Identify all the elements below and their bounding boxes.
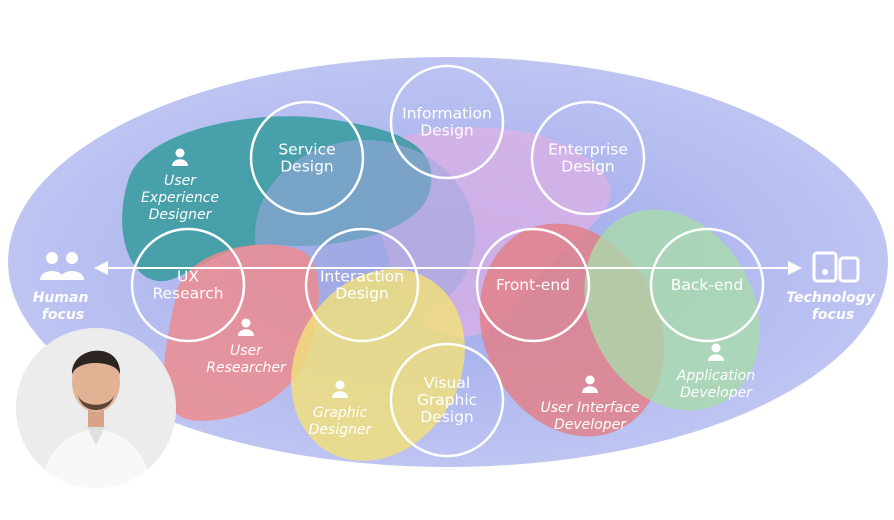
circle-back-end[interactable]: Back-end — [649, 227, 765, 343]
circle-front-end[interactable]: Front-end — [475, 227, 591, 343]
right-arrowhead — [788, 261, 802, 275]
circle-outline — [389, 342, 505, 458]
profile-photo — [16, 328, 176, 488]
technology-focus-label: Technology focus — [786, 290, 880, 323]
person-icon — [582, 375, 598, 393]
human-focus-label: Human focus — [33, 290, 94, 323]
circle-outline — [130, 227, 246, 343]
circle-outline — [389, 64, 505, 180]
graphic-designer-blob — [291, 269, 465, 461]
circle-outline — [530, 100, 646, 216]
left-arrowhead — [94, 261, 108, 275]
back-end-label: Back-end — [671, 276, 743, 294]
person-icon — [332, 380, 348, 398]
circle-outline — [649, 227, 765, 343]
circle-outline — [475, 227, 591, 343]
person-icon — [238, 318, 254, 336]
circle-outline — [249, 100, 365, 216]
devices-icon — [812, 251, 860, 283]
person-icon — [708, 343, 724, 361]
people-icon — [40, 252, 84, 280]
person-icon — [172, 148, 188, 166]
front-end-label: Front-end — [496, 276, 570, 294]
circle-outline — [304, 227, 420, 343]
